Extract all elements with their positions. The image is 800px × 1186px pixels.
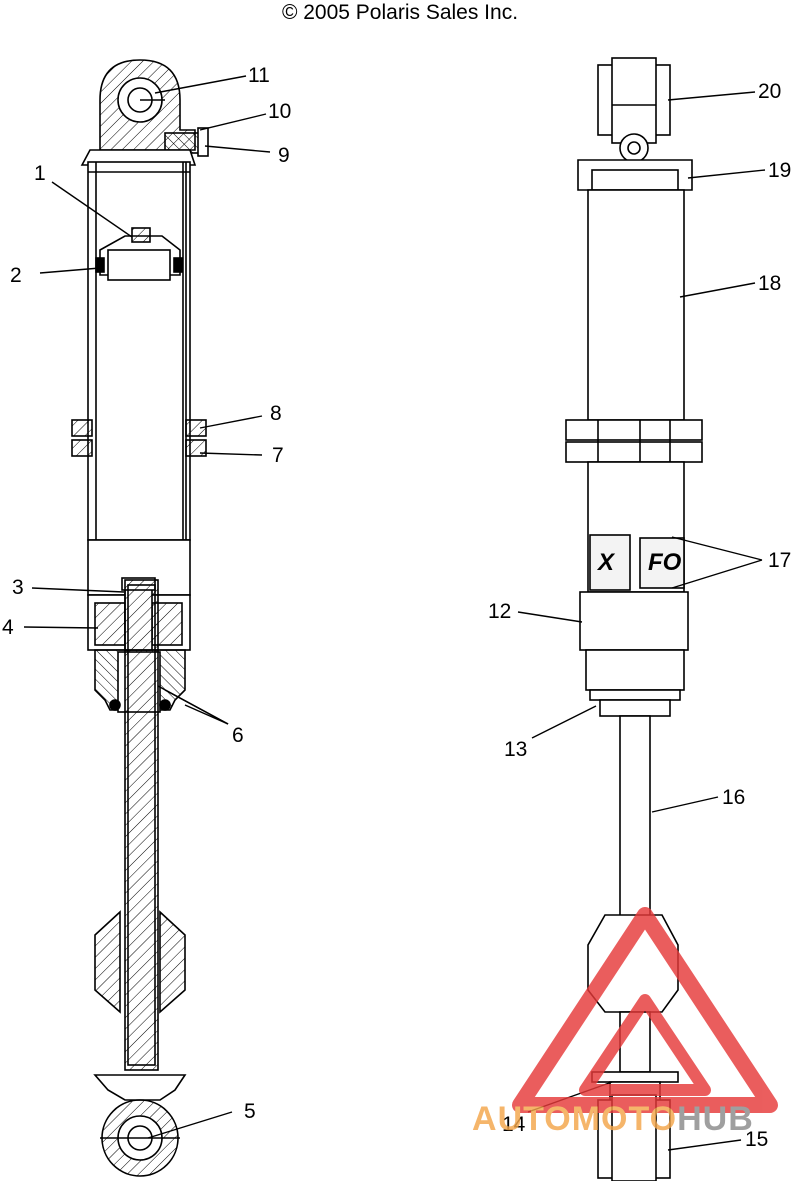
left-shock-cutaway bbox=[71, 59, 209, 1177]
callout-14: 14 bbox=[502, 1113, 526, 1136]
callout-6: 6 bbox=[232, 724, 244, 747]
copyright-notice: © 2005 Polaris Sales Inc. bbox=[281, 1, 519, 24]
spring-collar bbox=[71, 419, 207, 457]
top-clevis bbox=[597, 57, 671, 163]
right-shock-exterior: X FO bbox=[565, 57, 703, 1182]
callout-12: 12 bbox=[488, 600, 511, 623]
washer bbox=[591, 1071, 679, 1083]
watermark-part-3: HUB bbox=[677, 1100, 754, 1138]
watermark-part-1: A bbox=[472, 1100, 498, 1138]
callout-3: 3 bbox=[12, 576, 24, 599]
shaft bbox=[124, 579, 159, 1071]
watermark-part-2: UTOMOTO bbox=[498, 1100, 678, 1138]
shaft-exterior bbox=[619, 715, 651, 917]
callout-19: 19 bbox=[768, 159, 791, 182]
body-tube bbox=[587, 189, 685, 421]
top-eyelet bbox=[99, 59, 196, 151]
spring-collars bbox=[565, 419, 703, 463]
callout-9: 9 bbox=[278, 144, 290, 167]
decal-right-text: FO bbox=[648, 549, 682, 576]
callout-1: 1 bbox=[34, 162, 46, 185]
floating-piston bbox=[95, 227, 183, 281]
callout-10: 10 bbox=[268, 100, 291, 123]
callout-13: 13 bbox=[504, 738, 527, 761]
callout-18: 18 bbox=[758, 272, 781, 295]
adjuster-sleeve bbox=[579, 591, 689, 717]
shock-body bbox=[87, 161, 191, 541]
callout-4: 4 bbox=[2, 616, 14, 639]
callout-11: 11 bbox=[248, 64, 270, 87]
decal-left-text: X bbox=[596, 549, 616, 576]
callout-20: 20 bbox=[758, 80, 781, 103]
top-cap bbox=[577, 159, 693, 191]
callout-15: 15 bbox=[745, 1128, 768, 1151]
callout-16: 16 bbox=[722, 786, 745, 809]
decals: X FO bbox=[589, 534, 685, 591]
callout-17: 17 bbox=[768, 549, 791, 572]
callout-7: 7 bbox=[272, 444, 284, 467]
callout-2: 2 bbox=[10, 264, 22, 287]
lower-mount bbox=[93, 1074, 187, 1177]
watermark-a: AUTOMOTOHUB bbox=[472, 1100, 754, 1138]
watermark-triangles bbox=[512, 907, 778, 1113]
watermark-logo: AUTOMOTOHUB bbox=[472, 907, 778, 1138]
callout-5: 5 bbox=[244, 1100, 256, 1123]
bumper bbox=[94, 910, 186, 1014]
callout-8: 8 bbox=[270, 402, 282, 425]
callout-numbers: 1 2 3 4 5 6 7 8 9 10 11 12 13 14 15 16 1… bbox=[2, 64, 791, 1151]
